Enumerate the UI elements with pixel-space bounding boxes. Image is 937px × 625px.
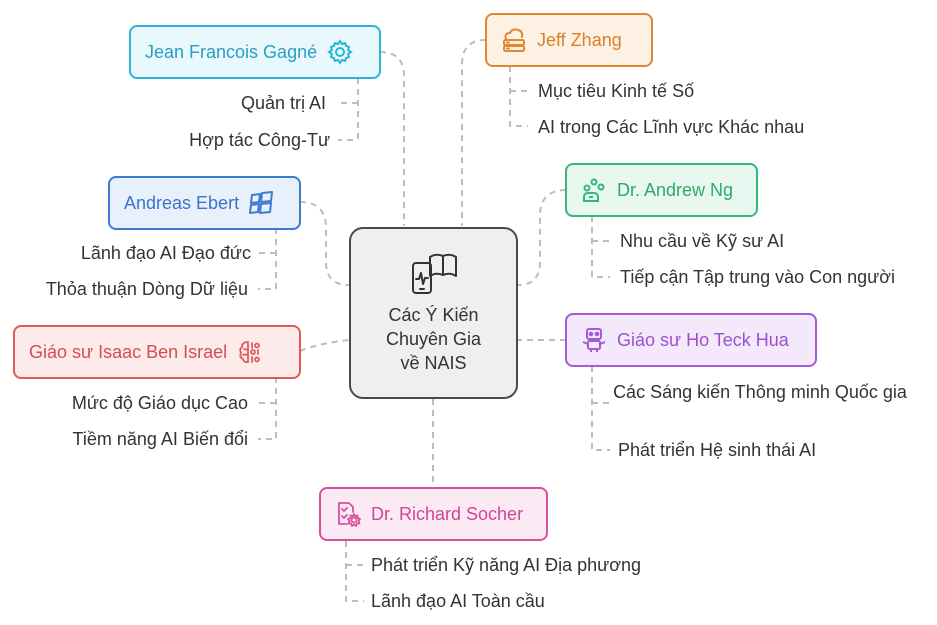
point-muc-do-giao-duc-cao: Mức độ Giáo dục Cao [71,393,248,413]
expert-name: Andreas Ebert [124,192,240,213]
expert-node-andreas-ebert: Andreas Ebert [108,176,301,230]
point-thoa-thuan-dong-du-lieu: Thỏa thuận Dòng Dữ liệu [45,279,248,299]
point-lanh-dao-ai-toan-cau: Lãnh đạo AI Toàn cầu [371,591,545,611]
document-gear-icon [335,501,361,527]
robot-molecule-icon [581,177,607,203]
expert-name: Giáo sư Isaac Ben Israel [29,341,228,362]
point-ai-trong-cac-linh-vuc: AI trong Các Lĩnh vực Khác nhau [538,117,805,137]
expert-node-jean-francois-gagne: Jean Francois Gagné [129,25,381,79]
point-tiep-can-con-nguoi: Tiếp cận Tập trung vào Con người [620,267,896,287]
point-phat-trien-ky-nang-ai: Phát triển Kỹ năng AI Địa phương [371,555,642,575]
point-nhu-cau-ky-su-ai: Nhu cầu về Kỹ sư AI [620,231,785,251]
brain-binary-icon [237,339,263,365]
windows-logo-icon [249,190,275,216]
expert-node-ho-teck-hua: Giáo sư Ho Teck Hua [565,313,817,367]
point-tiem-nang-ai-bien-doi: Tiềm năng AI Biến đổi [72,429,248,449]
expert-node-isaac-ben-israel: Giáo sư Isaac Ben Israel [13,325,301,379]
point-lanh-dao-ai-dao-duc: Lãnh đạo AI Đạo đức [80,243,251,263]
expert-node-andrew-ng: Dr. Andrew Ng [565,163,758,217]
point-muc-tieu-kinh-te-so: Mục tiêu Kinh tế Số [538,81,695,101]
expert-name: Dr. Andrew Ng [617,179,734,200]
central-topic: Các Ý Kiến Chuyên Gia về NAIS [349,227,518,399]
mobile-book-icon [410,251,458,295]
robot-icon [581,327,607,353]
point-quan-tri-ai: Quản trị AI [240,93,326,113]
central-title: Các Ý Kiến Chuyên Gia về NAIS [385,305,482,373]
point-sang-kien-thong-minh-quoc-gia: Các Sáng kiến Thông minh Quốc gia [613,382,907,402]
point-hop-tac-cong-tu: Hợp tác Công-Tư [189,130,330,150]
point-phat-trien-he-sinh-thai-ai: Phát triển Hệ sinh thái AI [618,440,817,460]
gear-icon [327,39,353,65]
expert-name: Jean Francois Gagné [145,41,318,62]
expert-node-richard-socher: Dr. Richard Socher [319,487,548,541]
expert-name: Giáo sư Ho Teck Hua [617,329,789,350]
expert-name: Jeff Zhang [537,29,622,50]
expert-node-jeff-zhang: Jeff Zhang [485,13,653,67]
cloud-server-icon [501,27,527,53]
expert-name: Dr. Richard Socher [371,503,524,524]
